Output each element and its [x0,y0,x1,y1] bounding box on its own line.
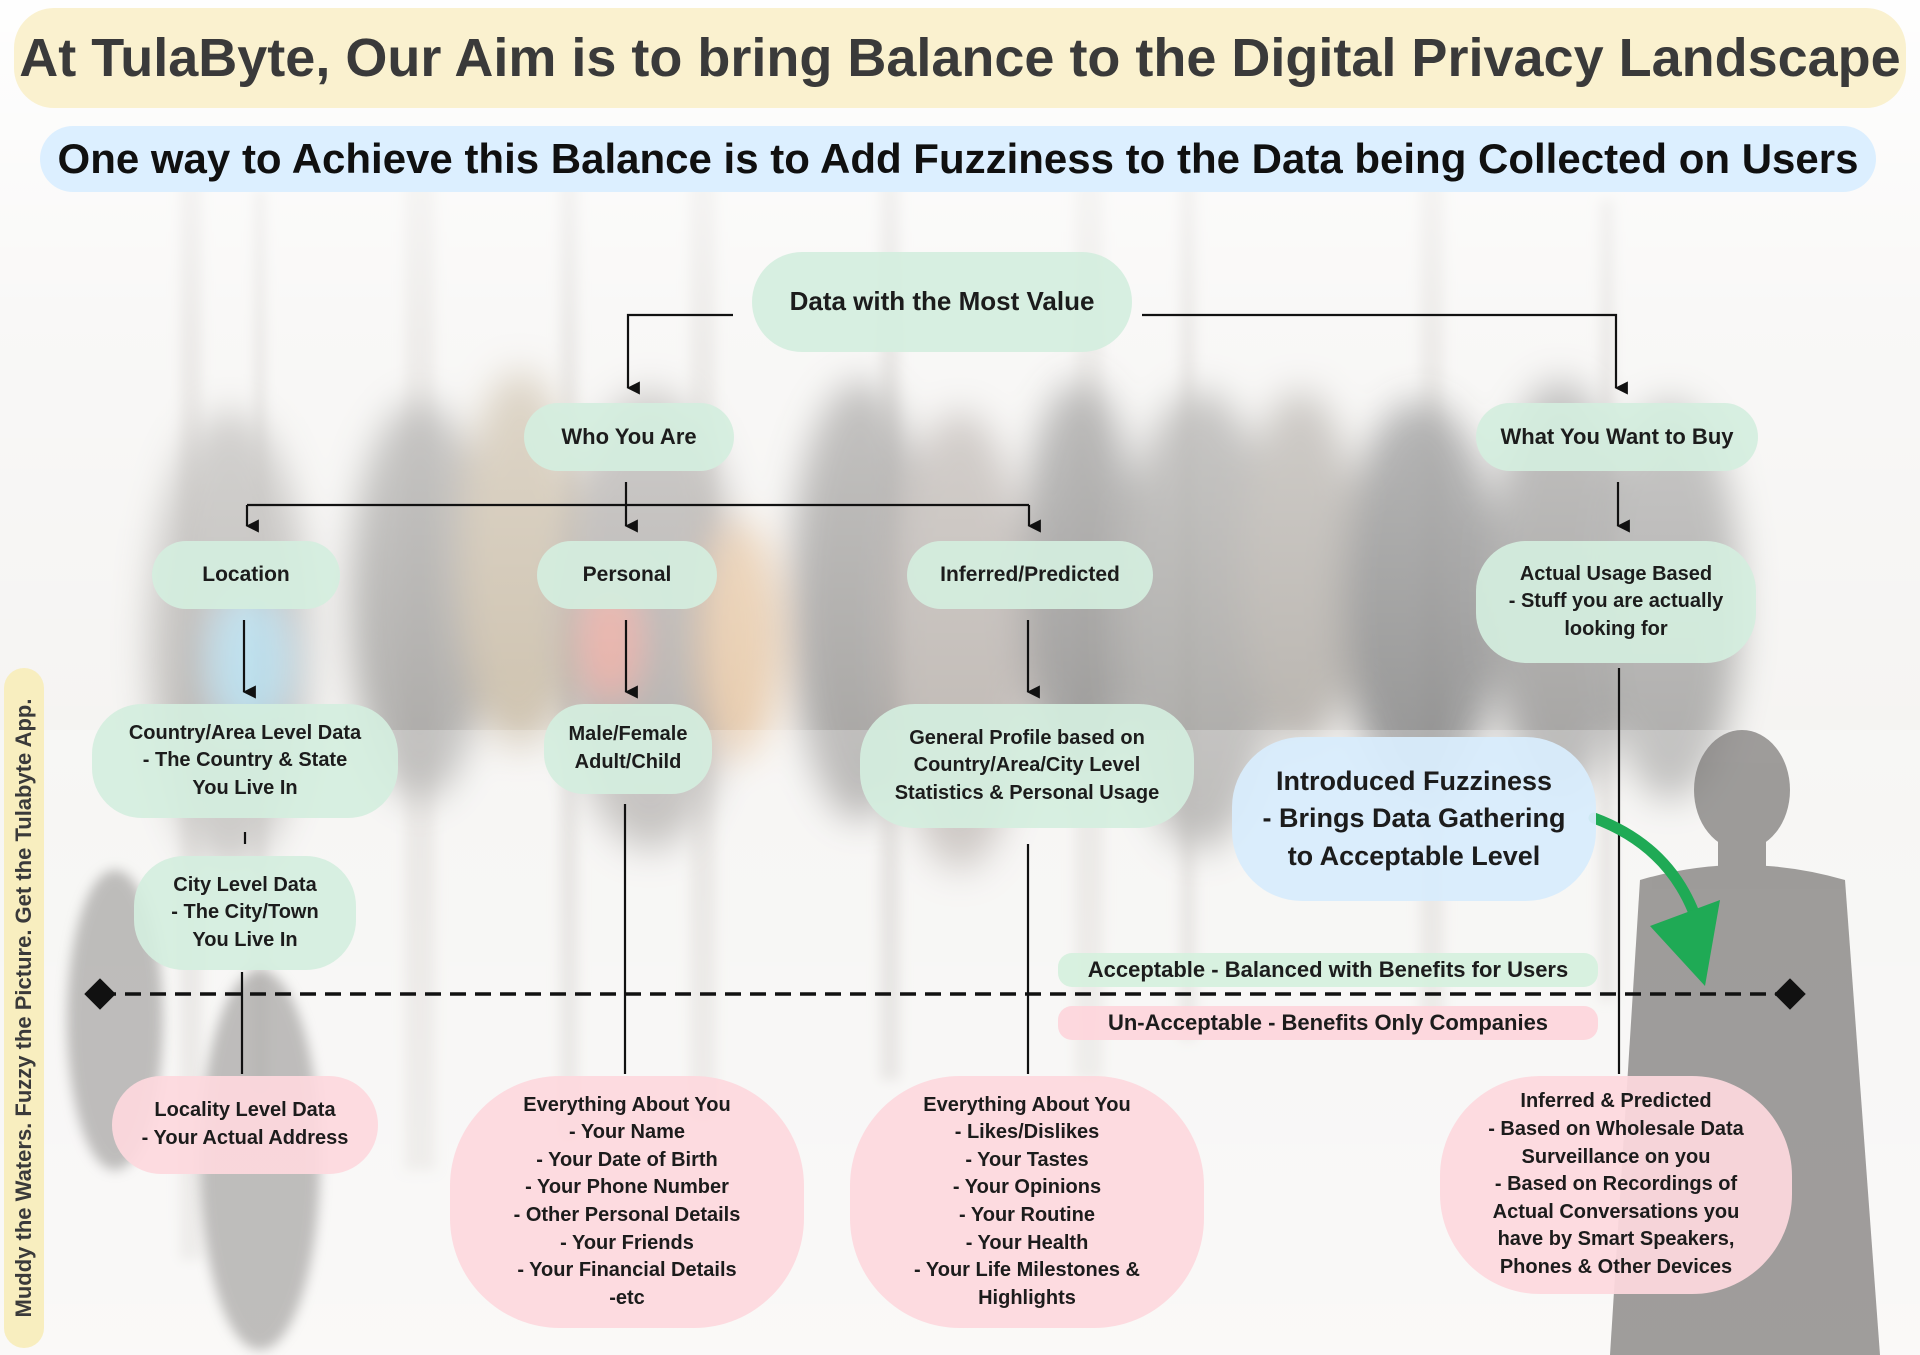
node-personal: Personal [537,541,717,609]
node-everything-personal: Everything About You - Your Name - Your … [450,1076,804,1328]
node-country-level: Country/Area Level Data - The Country & … [92,704,398,818]
node-everything-inferred: Everything About You - Likes/Dislikes - … [850,1076,1204,1328]
line-root-to-who [626,313,733,395]
side-tagline: Muddy the Waters. Fuzzy the Picture. Get… [11,698,36,1318]
acceptable-label: Acceptable - Balanced with Benefits for … [1058,953,1598,987]
node-male-female: Male/Female Adult/Child [544,704,712,794]
node-locality-level: Locality Level Data - Your Actual Addres… [112,1076,378,1174]
node-city-level: City Level Data - The City/Town You Live… [134,856,356,970]
node-inferred-predicted: Inferred/Predicted [907,541,1153,609]
unacceptable-label: Un-Acceptable - Benefits Only Companies [1058,1006,1598,1040]
side-tagline-bar [4,668,44,1348]
page-title: At TulaByte, Our Aim is to bring Balance… [14,8,1906,108]
node-inferred-and-predicted: Inferred & Predicted - Based on Wholesal… [1440,1076,1792,1294]
node-general-profile: General Profile based on Country/Area/Ci… [860,704,1194,828]
line-root-to-what [1142,313,1628,395]
node-what-you-want: What You Want to Buy [1476,403,1758,471]
node-data-most-value: Data with the Most Value [752,252,1132,352]
node-location: Location [152,541,340,609]
node-who-you-are: Who You Are [524,403,734,471]
node-introduced-fuzziness: Introduced Fuzziness - Brings Data Gathe… [1232,737,1596,901]
green-curved-arrow [1588,812,1720,986]
page-subtitle: One way to Achieve this Balance is to Ad… [40,126,1876,192]
node-actual-usage: Actual Usage Based - Stuff you are actua… [1476,541,1756,663]
